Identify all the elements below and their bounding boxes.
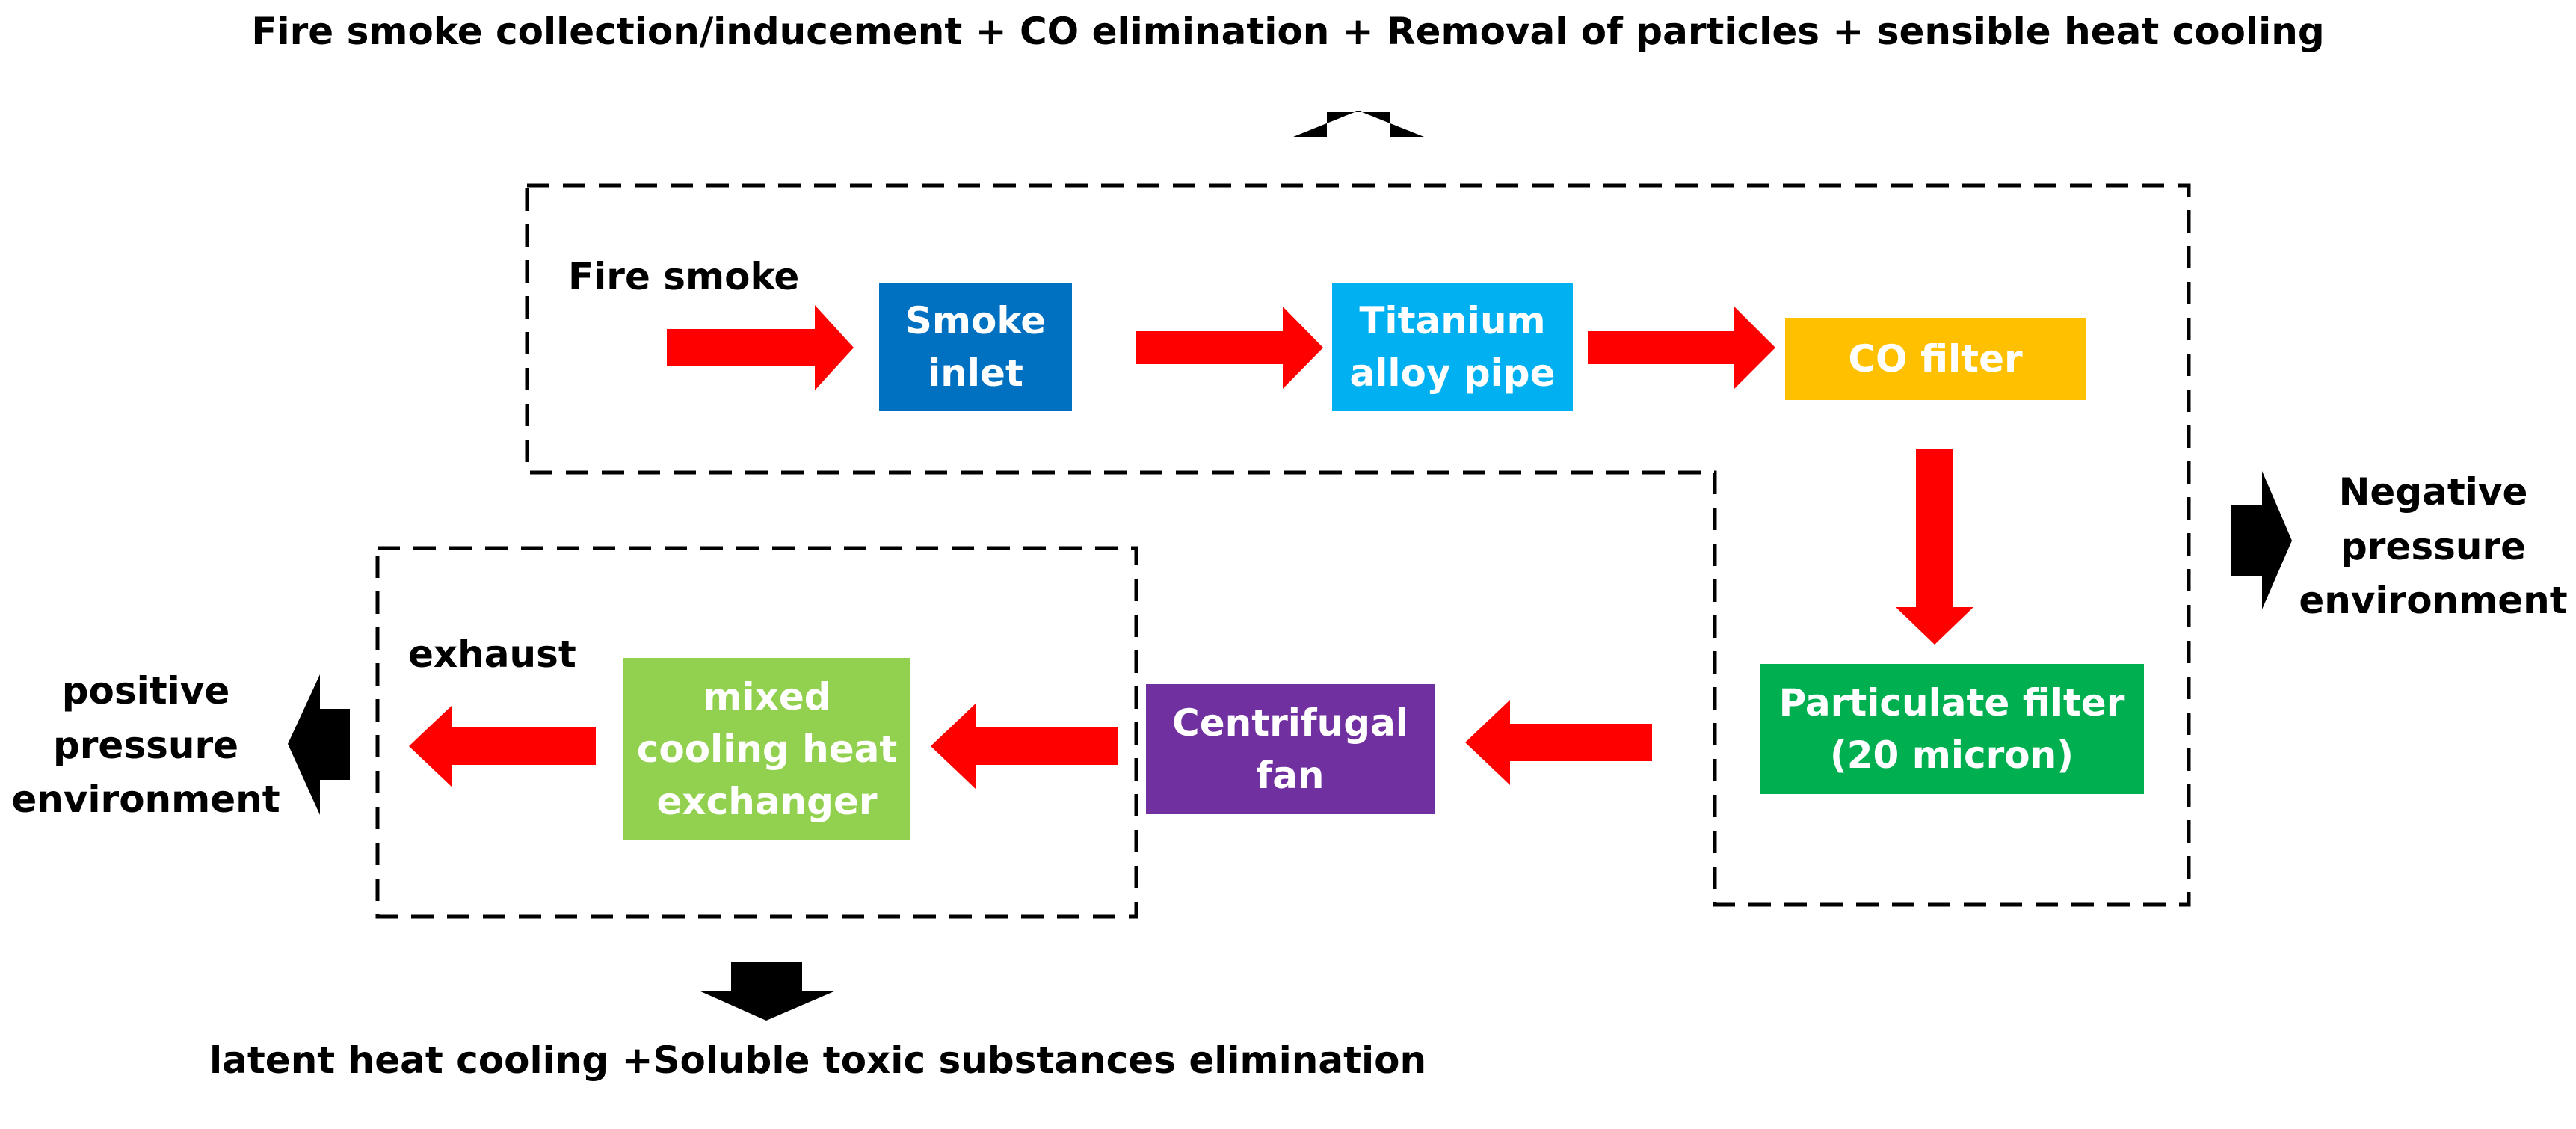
flow-arrow-to-fan xyxy=(1465,700,1652,785)
top-caption: Fire smoke collection/inducement + CO el… xyxy=(251,10,2325,53)
pressure-label-line: pressure xyxy=(2340,524,2527,568)
fire-smoke-label: Fire smoke xyxy=(568,255,800,298)
negative-pressure-label: Negative pressure environment xyxy=(2295,465,2572,628)
smoke-inlet-box: Smoke inlet xyxy=(879,283,1072,411)
left-arrow-icon xyxy=(288,674,350,815)
co-filter-box: CO filter xyxy=(1785,318,2086,400)
exhaust-label: exhaust xyxy=(408,633,576,676)
centrifugal-fan-box: Centrifugal fan xyxy=(1146,684,1435,814)
negative-pressure-boundary xyxy=(525,183,2191,907)
flow-arrow-to-exhaust xyxy=(409,705,596,787)
pressure-label-line: environment xyxy=(2299,579,2568,622)
heat-exchanger-box: mixed cooling heat exchanger xyxy=(623,658,910,840)
box-text-line: exchanger xyxy=(656,780,878,823)
box-text-line: CO filter xyxy=(1848,337,2023,381)
pressure-label-line: pressure xyxy=(52,723,239,767)
pressure-label-line: positive xyxy=(61,669,230,713)
bottom-caption: latent heat cooling +Soluble toxic subst… xyxy=(209,1039,1427,1082)
box-text-line: inlet xyxy=(928,351,1023,395)
pressure-label-line: Negative xyxy=(2338,470,2528,514)
positive-pressure-boundary xyxy=(375,546,1138,919)
flow-arrow-to-heat-exchanger xyxy=(931,704,1118,789)
flow-arrow-to-pipe xyxy=(1136,307,1323,389)
box-text-line: Smoke xyxy=(905,299,1047,342)
right-arrow-icon xyxy=(2231,471,2292,609)
box-text-line: Titanium xyxy=(1359,299,1546,342)
pressure-label-line: environment xyxy=(11,778,280,821)
titanium-alloy-pipe-box: Titanium alloy pipe xyxy=(1332,283,1573,411)
particulate-filter-box: Particulate filter (20 micron) xyxy=(1760,664,2144,794)
box-text-line: Centrifugal xyxy=(1172,701,1408,745)
up-arrow-icon xyxy=(1293,111,1424,137)
flow-arrow-to-inlet xyxy=(667,305,854,390)
flow-arrow-to-co-filter xyxy=(1588,307,1775,389)
box-text-line: (20 micron) xyxy=(1829,733,2074,777)
flow-arrow-to-particulate-filter xyxy=(1896,449,1973,645)
box-text-line: fan xyxy=(1256,754,1325,797)
box-text-line: mixed xyxy=(703,675,831,719)
down-arrow-icon xyxy=(699,962,836,1021)
positive-pressure-label: positive pressure environment xyxy=(7,664,284,827)
box-text-line: cooling heat xyxy=(636,727,898,771)
box-text-line: alloy pipe xyxy=(1349,351,1556,395)
box-text-line: Particulate filter xyxy=(1778,681,2125,725)
